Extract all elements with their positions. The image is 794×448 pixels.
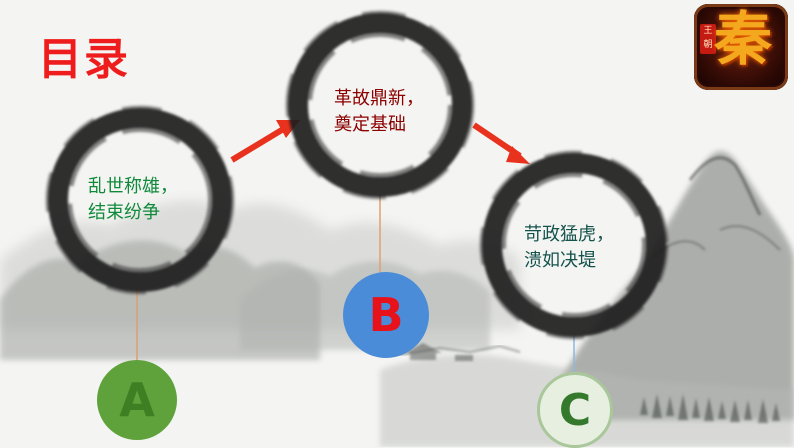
right-mountain <box>560 151 794 421</box>
game-logo: 王朝 秦 <box>694 4 788 90</box>
page-title: 目录 <box>38 34 130 85</box>
circle-1-text: 乱世称雄， 结束纷争 <box>88 174 178 226</box>
badge-c[interactable]: C <box>537 372 613 448</box>
circle-2-line-1: 革故鼎新， <box>334 88 424 109</box>
circle-3-text: 苛政猛虎， 溃如决堤 <box>524 222 614 274</box>
ink-circle-1 <box>45 105 235 295</box>
badge-a[interactable]: A <box>97 360 177 440</box>
ink-circle-2 <box>285 10 475 200</box>
logo-character: 秦 <box>714 5 773 73</box>
circle-2-line-2: 奠定基础 <box>334 114 406 135</box>
circle-3-line-2: 溃如决堤 <box>524 250 596 271</box>
arrow-right <box>472 122 530 164</box>
ink-circle-3 <box>479 150 669 340</box>
circle-1-line-1: 乱世称雄， <box>88 176 178 197</box>
right-mountain-ridge <box>688 156 762 216</box>
circle-1-line-2: 结束纷争 <box>88 202 160 223</box>
tree-line <box>640 394 780 423</box>
logo-seal: 王朝 <box>700 24 716 54</box>
circle-2-text: 革故鼎新， 奠定基础 <box>334 86 424 138</box>
badge-b[interactable]: B <box>343 272 429 358</box>
circle-3-line-1: 苛政猛虎， <box>524 224 614 245</box>
pavilion <box>404 343 473 361</box>
